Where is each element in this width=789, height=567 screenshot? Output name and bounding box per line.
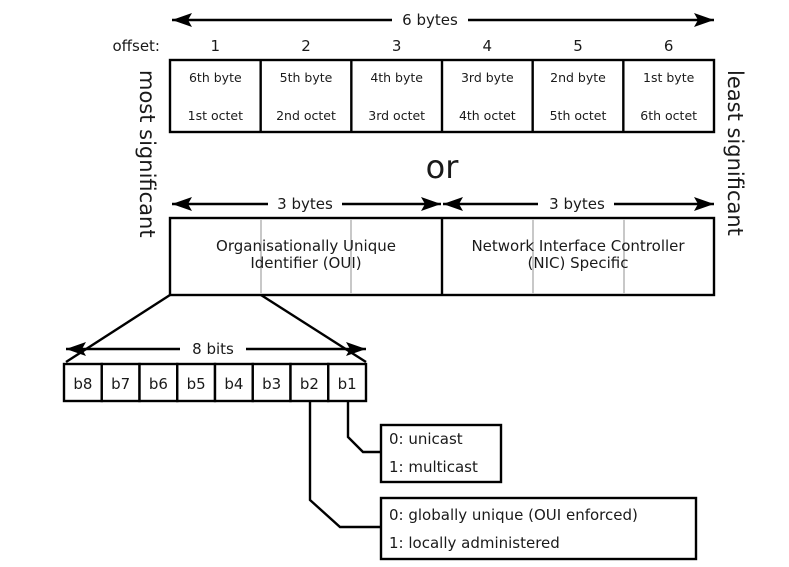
byte-cell-octet: 3rd octet (368, 108, 425, 123)
bit-cell-b6: b6 (138, 362, 179, 403)
oui-line1: Organisationally Unique (216, 237, 396, 255)
bit-cell-b2: b2 (289, 362, 330, 403)
bit-label: b4 (224, 375, 243, 393)
oui-line2: Identifier (OUI) (250, 254, 361, 272)
byte-cell-byte: 6th byte (189, 70, 242, 85)
bit-label: b1 (338, 375, 357, 393)
least-significant-label: least significant (723, 70, 747, 236)
eight-bits-label: 8 bits (192, 340, 234, 358)
byte-cell: 1st byte 6th octet (640, 70, 697, 123)
offset-number: 5 (573, 37, 583, 55)
offset-number: 3 (392, 37, 402, 55)
six-bytes-span-arrow: 6 bytes (172, 11, 714, 29)
bit-label: b3 (262, 375, 281, 393)
byte-cell-byte: 2nd byte (550, 70, 606, 85)
byte-cell-octet: 4th octet (459, 108, 516, 123)
bit-label: b6 (149, 375, 168, 393)
byte-cell: 2nd byte 5th octet (550, 70, 607, 123)
bit-cell-b4: b4 (213, 362, 254, 403)
bit-label: b2 (300, 375, 319, 393)
nic-line2: (NIC) Specific (528, 254, 629, 272)
b2-legend-line2: 1: locally administered (389, 534, 560, 552)
or-label: or (426, 148, 460, 186)
bit-cell-b8: b8 (62, 362, 103, 403)
b1-legend: 0: unicast 1: multicast (379, 423, 503, 484)
byte-table: 6th byte 1st octet 5th byte 2nd octet 4th by… (168, 58, 716, 134)
byte-cell-octet: 2nd octet (276, 108, 336, 123)
b1-legend-line2: 1: multicast (389, 458, 478, 476)
byte-cell: 5th byte 2nd octet (276, 70, 336, 123)
byte-cell-byte: 1st byte (643, 70, 695, 85)
most-significant-label: most significant (135, 70, 159, 238)
oui-span-label: 3 bytes (277, 195, 333, 213)
bit-cell-b3: b3 (251, 362, 292, 403)
b1-legend-line1: 0: unicast (389, 430, 463, 448)
nic-line1: Network Interface Controller (471, 237, 685, 255)
six-bytes-label: 6 bytes (402, 11, 458, 29)
byte-cell: 4th byte 3rd octet (368, 70, 425, 123)
b2-legend-line1: 0: globally unique (OUI enforced) (389, 506, 638, 524)
b2-legend: 0: globally unique (OUI enforced) 1: loc… (379, 496, 698, 561)
byte-cell-octet: 1st octet (188, 108, 243, 123)
offset-number: 2 (301, 37, 311, 55)
byte-cell-byte: 4th byte (370, 70, 423, 85)
nic-span-arrow: 3 bytes (443, 195, 714, 213)
eight-bits-span-arrow: 8 bits (66, 340, 366, 358)
bit-cell-b5: b5 (176, 362, 217, 403)
bit-connectors (308, 401, 382, 529)
bit-cell-b7: b7 (100, 362, 141, 403)
offset-numbers: 1 2 3 4 5 6 (211, 37, 674, 55)
offset-number: 6 (664, 37, 674, 55)
offset-number: 4 (483, 37, 493, 55)
bit-label: b7 (111, 375, 130, 393)
byte-cell: 6th byte 1st octet (188, 70, 243, 123)
offset-label: offset: (113, 37, 161, 55)
byte-cell-byte: 3rd byte (461, 70, 514, 85)
bit-label: b5 (187, 375, 206, 393)
oui-span-arrow: 3 bytes (172, 195, 441, 213)
bit-cell-b1: b1 (327, 362, 368, 403)
bit-row: b8 b7 b6 b5 b4 b3 b2 b1 (62, 362, 368, 403)
oui-nic-box: Organisationally Unique Identifier (OUI)… (168, 216, 716, 297)
byte-cell: 3rd byte 4th octet (459, 70, 516, 123)
byte-cell-octet: 5th octet (550, 108, 607, 123)
offset-number: 1 (211, 37, 221, 55)
nic-span-label: 3 bytes (549, 195, 605, 213)
byte-cell-octet: 6th octet (640, 108, 697, 123)
bit-label: b8 (73, 375, 92, 393)
byte-cell-byte: 5th byte (280, 70, 333, 85)
